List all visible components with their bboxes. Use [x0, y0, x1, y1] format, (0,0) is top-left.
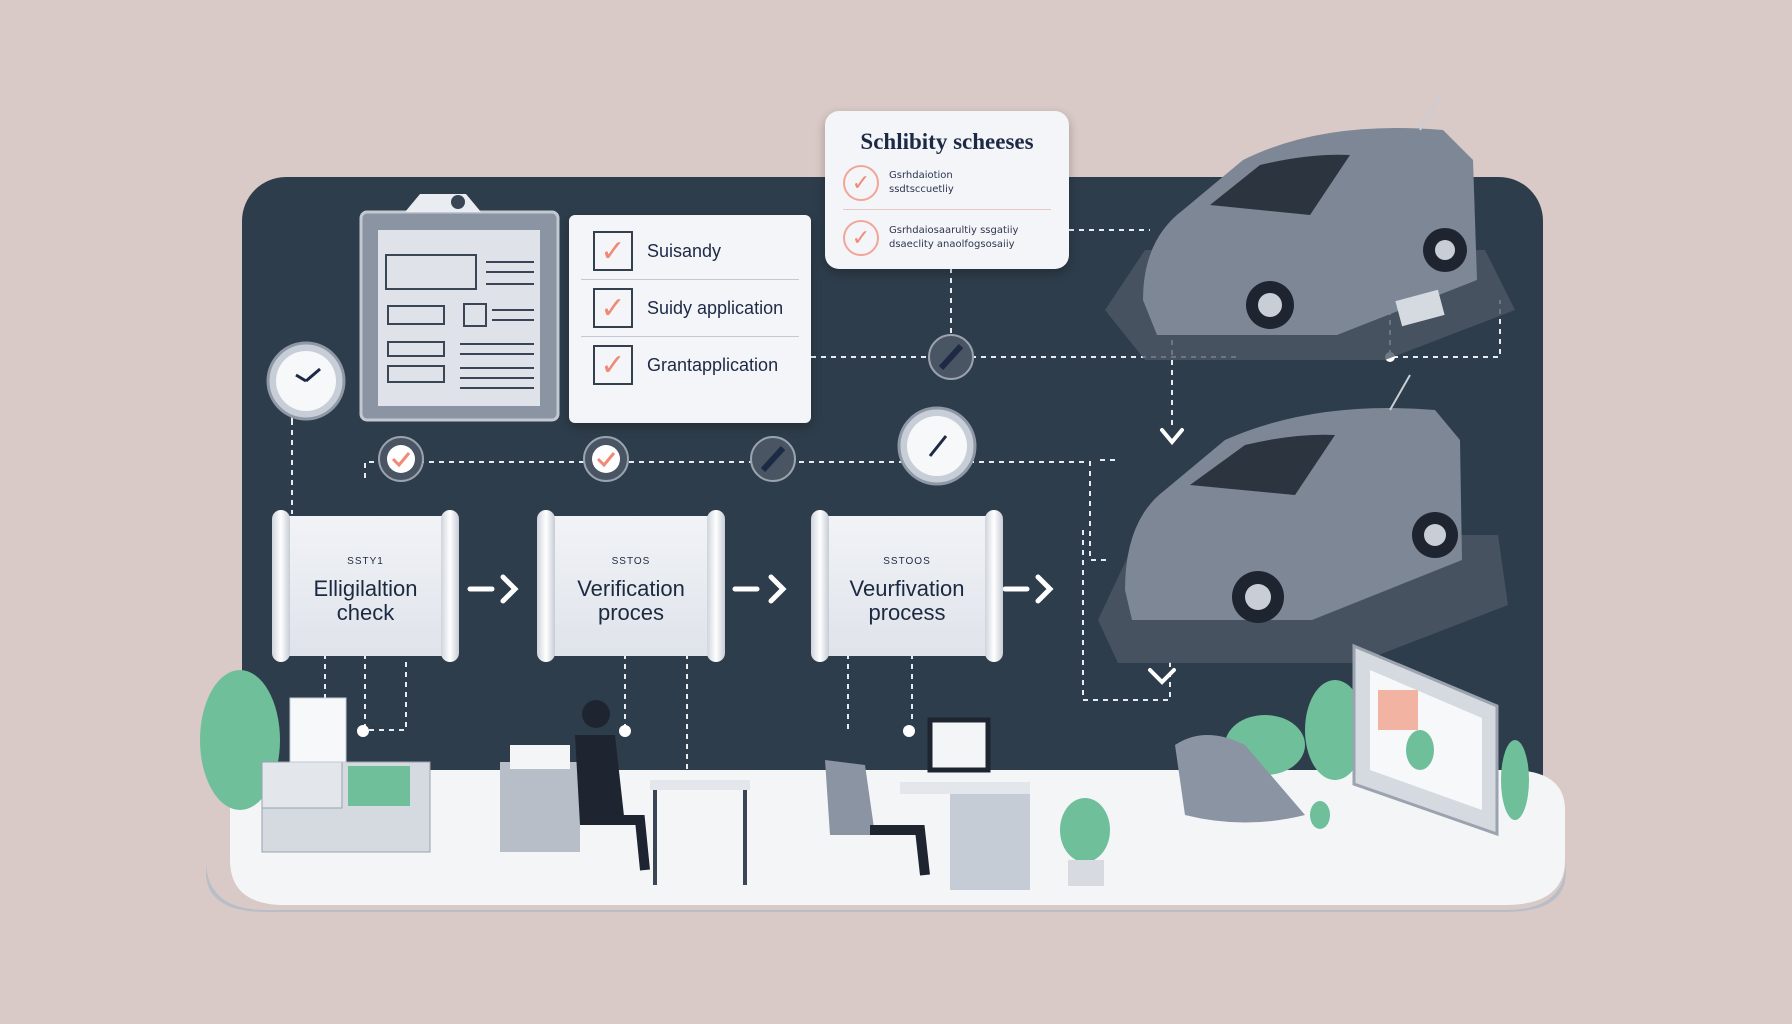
plant-icon: [200, 670, 1529, 862]
large-monitor: [1352, 643, 1499, 837]
checklist-item[interactable]: ✓ Grantapplication: [581, 337, 799, 393]
electric-car-bottom: [1098, 374, 1508, 663]
item-text: Gsrhdaiotion: [889, 170, 953, 181]
plant-pot: [1068, 860, 1104, 886]
step-label: SSTOS: [611, 556, 651, 567]
list-item: ✓ Gsrhdaiotion ssdtsccuetliy: [843, 165, 1051, 210]
checklist-item[interactable]: ✓ Suidy application: [581, 280, 799, 337]
check-icon: ✓: [843, 165, 879, 201]
application-checklist: ✓ Suisandy ✓ Suidy application ✓ Grantappli…: [569, 215, 811, 423]
right-arrow-icons: [467, 574, 1054, 604]
checklist-item[interactable]: ✓ Suisandy: [581, 223, 799, 280]
checklist-label: Grantapplication: [647, 354, 779, 375]
checkbox-checked-icon[interactable]: ✓: [593, 231, 633, 271]
check-badge-icon: [378, 436, 629, 482]
list-item: ✓ Gsrhdaiosaarultiy ssgatiiy dsaeclity an…: [843, 220, 1051, 264]
stopwatch-icon: [897, 406, 977, 486]
computer-workstation: [825, 717, 1030, 890]
item-text: Gsrhdaiosaarultiy ssgatiiy: [889, 225, 1019, 236]
checklist-label: Suidy application: [647, 297, 784, 318]
eligibility-schemes-card: Schlibity scheeses ✓ Gsrhdaiotion ssdtscc…: [825, 111, 1069, 269]
check-icon: ✓: [843, 220, 879, 256]
step-label: SSTOOS: [883, 556, 931, 567]
electric-car-top: [1105, 94, 1515, 360]
checkbox-checked-icon[interactable]: ✓: [593, 288, 633, 328]
down-arrow-icons: [1148, 428, 1184, 685]
office-worker-desk: [500, 700, 750, 885]
pen-badge-icon: [750, 334, 974, 482]
checkbox-checked-icon[interactable]: ✓: [593, 345, 633, 385]
item-text: dsaeclity anaolfogsosaiiy: [889, 239, 1015, 250]
clock-icon: [266, 341, 346, 421]
filing-cabinet: [261, 697, 431, 853]
clipboard-icon: [359, 194, 560, 422]
step-label: SSTY1: [347, 556, 384, 567]
item-text: ssdtsccuetliy: [889, 184, 954, 195]
charging-tag: [1395, 289, 1445, 327]
card-title: Schlibity scheeses: [860, 129, 1034, 154]
flow-connectors: [291, 229, 1501, 770]
lounge-chair: [1175, 735, 1305, 823]
checklist-label: Suisandy: [647, 240, 722, 261]
